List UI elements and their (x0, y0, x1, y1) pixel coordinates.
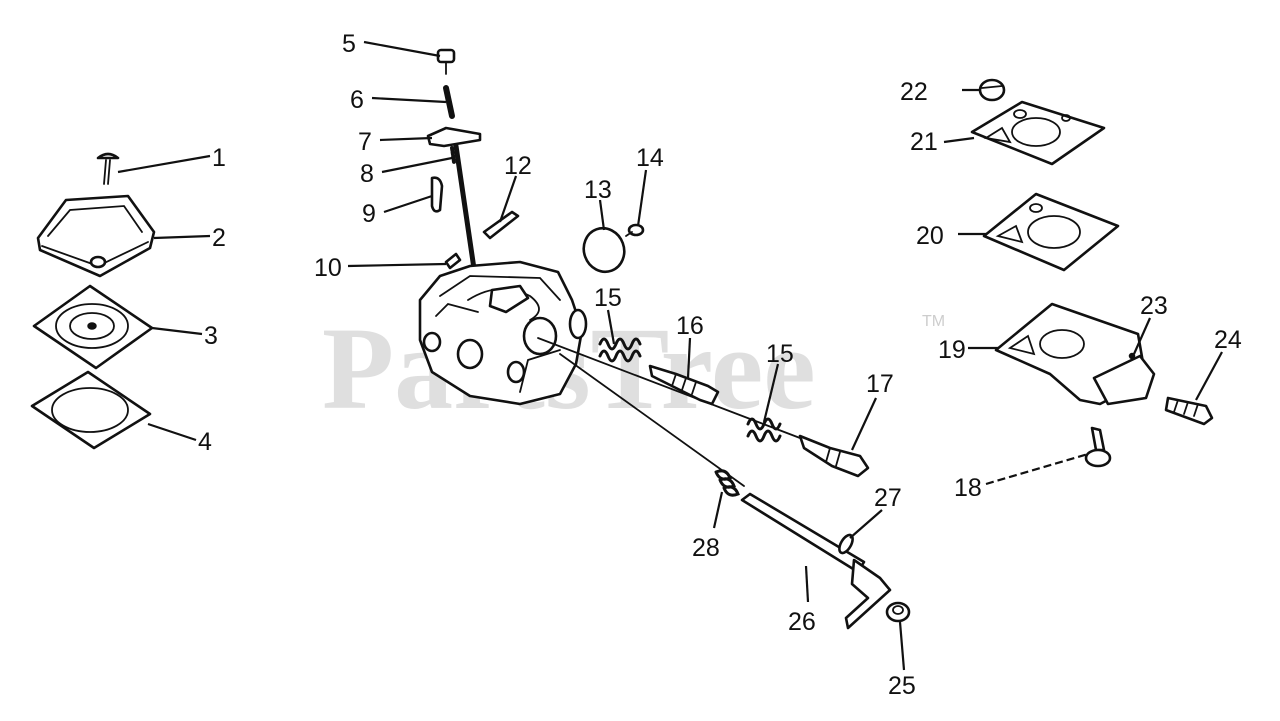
callout-28: 28 (692, 534, 720, 562)
callout-4: 4 (198, 428, 212, 456)
part-22-welch-plug (978, 78, 1006, 102)
callout-26: 26 (788, 608, 816, 636)
part-18-screw (1084, 426, 1112, 468)
callout-7: 7 (358, 128, 372, 156)
callout-17: 17 (866, 370, 894, 398)
callout-15-upper: 15 (594, 284, 622, 312)
part-13-metering-disc (582, 226, 626, 274)
part-28-spring (714, 469, 740, 497)
callout-6: 6 (350, 86, 364, 114)
part-27-clip (838, 533, 854, 555)
callout-8: 8 (360, 160, 374, 188)
callout-27: 27 (874, 484, 902, 512)
part-14-screw (625, 223, 645, 237)
callout-1: 1 (212, 144, 226, 172)
callout-15-lower: 15 (766, 340, 794, 368)
callout-18: 18 (954, 474, 982, 502)
part-25-nut (885, 601, 911, 623)
part-16-high-speed-needle (648, 364, 720, 406)
carburetor-body (418, 260, 588, 406)
callout-3: 3 (204, 322, 218, 350)
part-9-needle (430, 176, 444, 213)
part-23-pin (1128, 352, 1136, 360)
callout-22: 22 (900, 78, 928, 106)
callout-25: 25 (888, 672, 916, 700)
callout-14: 14 (636, 144, 664, 172)
callout-10: 10 (314, 254, 342, 282)
part-10-pin (444, 252, 462, 270)
part-8-spring (450, 146, 456, 164)
part-2-pump-cover (36, 194, 156, 278)
callout-12: 12 (504, 152, 532, 180)
callout-24: 24 (1214, 326, 1242, 354)
part-3-pump-diaphragm (32, 284, 154, 370)
part-1-screw (96, 152, 120, 185)
callout-2: 2 (212, 224, 226, 252)
part-4-pump-gasket (30, 370, 152, 450)
part-20-metering-diaphragm (982, 192, 1120, 272)
watermark-trademark: TM (922, 313, 945, 330)
part-12-axle (482, 210, 520, 240)
part-19-metering-body (994, 302, 1156, 406)
part-21-metering-cover (970, 100, 1106, 166)
part-26-choke-lever (740, 492, 892, 630)
part-7-lever (426, 126, 482, 148)
callout-23: 23 (1140, 292, 1168, 320)
part-5-screw (436, 48, 456, 75)
needle-axis-line (537, 337, 801, 439)
callout-16: 16 (676, 312, 704, 340)
callout-20: 20 (916, 222, 944, 250)
leader-lines (117, 40, 1223, 671)
callout-13: 13 (584, 176, 612, 204)
choke-axis-line (559, 353, 745, 487)
part-6-pin (443, 85, 455, 119)
callout-21: 21 (910, 128, 938, 156)
part-15-spring-upper (598, 337, 642, 363)
part-24-adjust-screw (1164, 396, 1214, 426)
callout-19: 19 (938, 336, 966, 364)
callout-9: 9 (362, 200, 376, 228)
part-17-low-speed-needle (798, 434, 870, 478)
callout-5: 5 (342, 30, 356, 58)
